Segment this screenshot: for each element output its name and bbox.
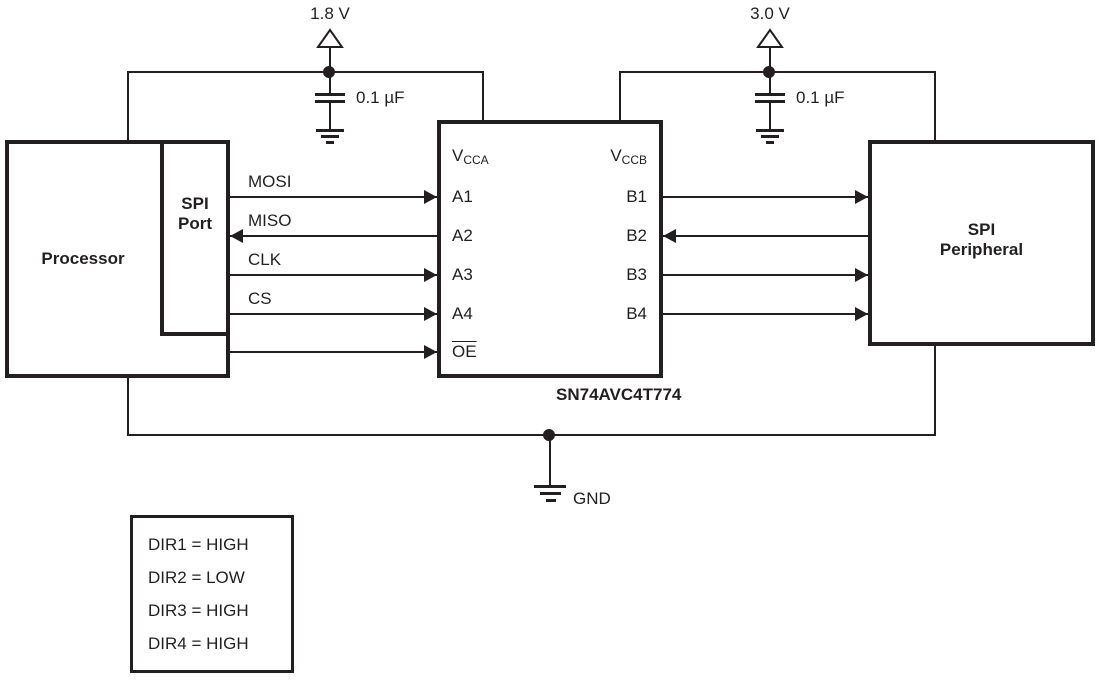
spi-port-label-line2: Port [178, 214, 212, 233]
capacitor-plate [315, 100, 345, 103]
ground-label: GND [573, 489, 611, 508]
signal-label-mosi: MOSI [248, 172, 292, 191]
pin-a3: A3 [452, 265, 473, 284]
pin-vcca-base: V [452, 146, 464, 165]
pin-b4: B4 [626, 304, 647, 323]
arrowhead-icon [663, 229, 676, 243]
bus-to-ground-wire [549, 434, 551, 487]
pin-vccb-base: V [610, 146, 622, 165]
dir-setting-line: DIR2 = LOW [148, 568, 245, 587]
dir-settings-box [130, 515, 294, 673]
dir-setting-line: DIR1 = HIGH [148, 535, 249, 554]
rail-to-vcca-wire [482, 71, 484, 121]
rail-to-processor-wire [127, 71, 129, 141]
wire-b1 [661, 196, 868, 198]
supply-voltage-label-left: 1.8 V [310, 4, 350, 23]
capacitor-plate [315, 93, 345, 96]
pin-b2: B2 [626, 226, 647, 245]
ground-icon [321, 135, 339, 138]
ground-icon [326, 141, 334, 144]
pin-oe-text: OE [452, 342, 477, 361]
wire-oe [228, 351, 437, 353]
arrowhead-icon [424, 307, 437, 321]
ground-icon [316, 129, 344, 132]
signal-label-cs: CS [248, 289, 272, 308]
pin-a4: A4 [452, 304, 473, 323]
pin-vccb-sub: CCB [621, 153, 647, 167]
arrowhead-icon [424, 268, 437, 282]
power-triangle-icon [756, 28, 784, 48]
ground-icon [534, 485, 566, 488]
processor-label: Processor [41, 249, 125, 268]
pin-vcca-sub: CCA [463, 153, 489, 167]
arrowhead-icon [230, 229, 243, 243]
capacitor-plate [755, 93, 785, 96]
ground-icon [540, 492, 561, 495]
capacitor-to-ground-wire [769, 103, 771, 130]
ground-icon [761, 135, 779, 138]
wire-mosi [228, 196, 437, 198]
vccb-rail-wire [619, 71, 936, 73]
wire-b3 [661, 274, 868, 276]
junction-dot [763, 66, 775, 78]
rail-to-peripheral-wire [934, 71, 936, 141]
signal-label-miso: MISO [248, 211, 292, 230]
ground-icon [756, 129, 784, 132]
spi-port-label-line1: SPI [181, 194, 209, 213]
pin-b1: B1 [626, 187, 647, 206]
dir-setting-line: DIR4 = HIGH [148, 634, 249, 653]
wire-clk [228, 274, 437, 276]
junction-dot [323, 66, 335, 78]
arrowhead-icon [424, 190, 437, 204]
processor-ground-wire [127, 377, 129, 436]
spi-peripheral-label: SPI Peripheral [868, 220, 1095, 260]
ground-icon [766, 141, 774, 144]
wire-b2 [663, 235, 868, 237]
supply-voltage-label-right: 3.0 V [750, 4, 790, 23]
ic-part-number: SN74AVC4T774 [556, 385, 682, 404]
ic-box [437, 120, 663, 378]
pin-a1: A1 [452, 187, 473, 206]
arrowhead-icon [424, 345, 437, 359]
wire-cs [228, 313, 437, 315]
wire-b4 [661, 313, 868, 315]
power-triangle-icon [316, 28, 344, 48]
capacitor-to-ground-wire [329, 103, 331, 130]
capacitor-value-label-left: 0.1 µF [356, 88, 405, 107]
spi-peripheral-label-line2: Peripheral [939, 240, 1024, 259]
capacitor-value-label-right: 0.1 µF [796, 88, 845, 107]
capacitor-plate [755, 100, 785, 103]
arrowhead-icon [855, 307, 868, 321]
pin-oe: OE [452, 342, 477, 362]
ground-icon [546, 499, 556, 502]
arrowhead-icon [855, 268, 868, 282]
rail-to-vccb-wire [619, 71, 621, 121]
pin-vcca: VCCA [452, 146, 489, 170]
wire-miso [230, 235, 437, 237]
pin-b3: B3 [626, 265, 647, 284]
vcca-rail-wire [127, 71, 484, 73]
spi-port-label: SPI Port [160, 194, 230, 234]
spi-peripheral-label-line1: SPI [967, 220, 996, 239]
pin-a2: A2 [452, 226, 473, 245]
signal-label-clk: CLK [248, 250, 282, 269]
pin-vccb: VCCB [540, 146, 647, 170]
peripheral-ground-wire [934, 345, 936, 436]
arrowhead-icon [855, 190, 868, 204]
spi-peripheral-box [868, 140, 1095, 346]
dir-setting-line: DIR3 = HIGH [148, 601, 249, 620]
ground-bus-wire [127, 434, 936, 436]
spi-port-box [160, 140, 230, 336]
